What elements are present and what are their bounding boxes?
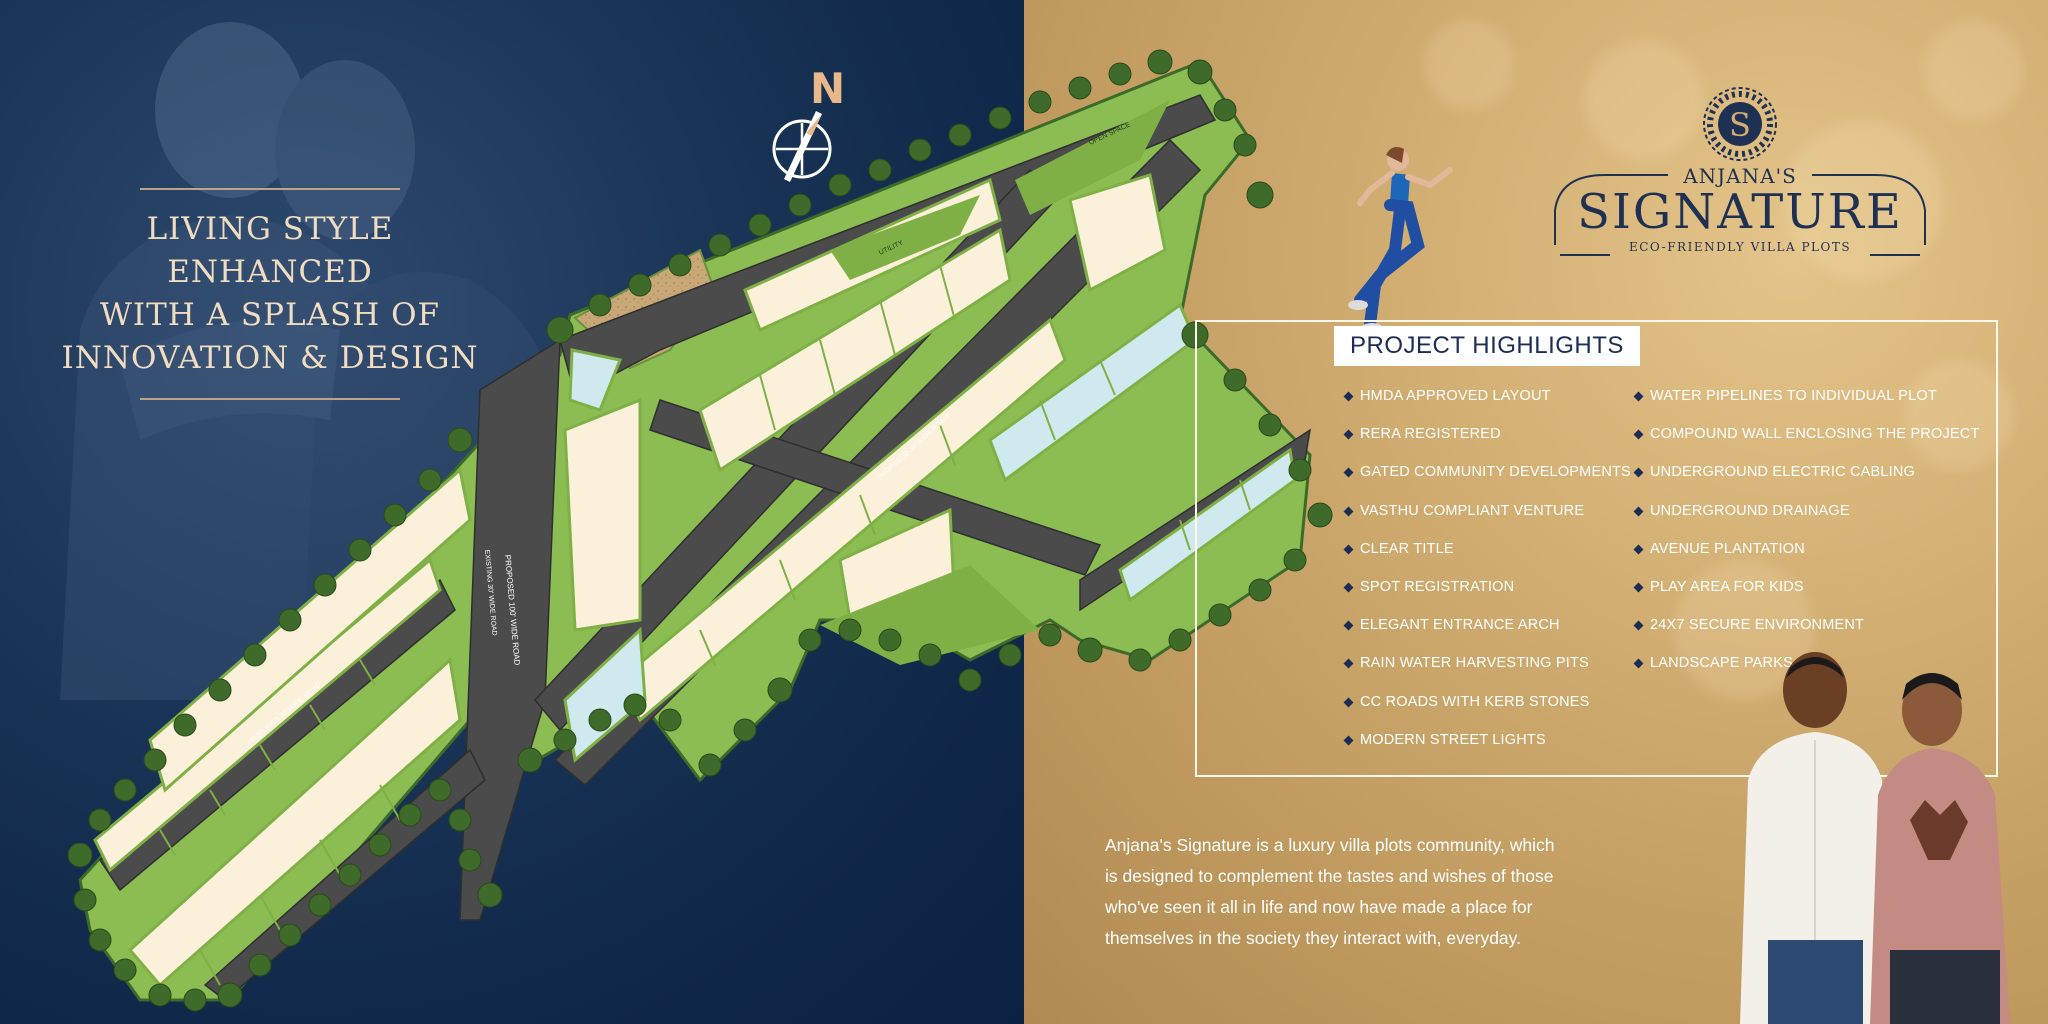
highlight-item: UNDERGROUND DRAINAGE bbox=[1632, 503, 1980, 541]
diamond-bullet-icon bbox=[1633, 391, 1644, 402]
runner-image bbox=[1348, 147, 1453, 333]
highlight-item: PLAY AREA FOR KIDS bbox=[1632, 579, 1980, 617]
diamond-bullet-icon bbox=[1633, 506, 1644, 517]
open-space-utility bbox=[830, 195, 980, 280]
highlights-list-left: HMDA APPROVED LAYOUT RERA REGISTERED GAT… bbox=[1342, 388, 1631, 770]
proposed-100ft-road bbox=[459, 338, 561, 921]
diamond-bullet-icon bbox=[1633, 582, 1644, 593]
highlight-item: SPOT REGISTRATION bbox=[1342, 579, 1631, 617]
plot-block-blue-top bbox=[568, 348, 623, 412]
description-line: themselves in the society they interact … bbox=[1105, 928, 1521, 948]
bokeh-light bbox=[1924, 20, 2024, 120]
diamond-bullet-icon bbox=[1633, 467, 1644, 478]
highlight-item: MODERN STREET LIGHTS bbox=[1342, 732, 1631, 770]
open-space-top bbox=[1015, 100, 1170, 215]
brand-prefix: ANJANA'S bbox=[1683, 164, 1797, 188]
highlights-frame bbox=[1195, 320, 1998, 777]
highlight-item: COMPOUND WALL ENCLOSING THE PROJECT bbox=[1632, 426, 1980, 464]
brand-name: SIGNATURE bbox=[1577, 184, 1903, 240]
plot-blocks bbox=[93, 173, 1167, 988]
diamond-bullet-icon bbox=[1343, 544, 1354, 555]
tagline-line-1: LIVING STYLE ENHANCED bbox=[146, 211, 394, 290]
diamond-bullet-icon bbox=[1343, 735, 1354, 746]
description-line: Anjana's Signature is a luxury villa plo… bbox=[1105, 835, 1555, 855]
highlight-item: UNDERGROUND ELECTRIC CABLING bbox=[1632, 464, 1980, 502]
brand-ambassadors-photo bbox=[1740, 652, 2010, 1024]
north-compass: N bbox=[762, 64, 852, 194]
diamond-bullet-icon bbox=[1633, 620, 1644, 631]
diamond-bullet-icon bbox=[1343, 582, 1354, 593]
bokeh-light bbox=[1904, 360, 2014, 470]
compass-icon bbox=[772, 111, 832, 182]
diamond-bullet-icon bbox=[1343, 429, 1354, 440]
plot-block-center bbox=[698, 227, 1012, 473]
brand-logo-block: S ANJANA'S SIGNATURE ECO-FRIENDLY VILLA … bbox=[1550, 82, 1930, 272]
tagline-block: LIVING STYLE ENHANCED WITH A SPLASH OF I… bbox=[40, 188, 500, 400]
plot-block-left-lower bbox=[127, 657, 462, 988]
plot-block-upper-right bbox=[1068, 173, 1167, 293]
highlight-item: ELEGANT ENTRANCE ARCH bbox=[1342, 617, 1631, 655]
open-spaces bbox=[820, 100, 1170, 665]
compass-north-label: N bbox=[810, 64, 846, 113]
perimeter-trees bbox=[67, 49, 1333, 1012]
diamond-bullet-icon bbox=[1343, 658, 1354, 669]
highlight-item: AVENUE PLANTATION bbox=[1632, 541, 1980, 579]
open-space-bottom bbox=[820, 565, 1040, 665]
brand-tagline: ECO-FRIENDLY VILLA PLOTS bbox=[1628, 240, 1852, 254]
tagline-line-3: INNOVATION & DESIGN bbox=[61, 340, 479, 376]
highlight-item: VASTHU COMPLIANT VENTURE bbox=[1342, 503, 1631, 541]
description-line: is designed to complement the tastes and… bbox=[1105, 866, 1554, 886]
plot-dividers bbox=[159, 264, 1251, 986]
brand-arc-frame bbox=[1554, 174, 1926, 256]
diamond-bullet-icon bbox=[1343, 467, 1354, 478]
diamond-bullet-icon bbox=[1343, 391, 1354, 402]
highlight-item: RAIN WATER HARVESTING PITS bbox=[1342, 655, 1631, 693]
highlights-title: PROJECT HIGHLIGHTS bbox=[1334, 326, 1640, 366]
highlight-item: LANDSCAPE PARKS bbox=[1632, 655, 1980, 693]
site-layout-map: PROPOSED 100' WIDE ROAD EXISTING 30' WID… bbox=[67, 49, 1333, 1012]
highlight-item: WATER PIPELINES TO INDIVIDUAL PLOT bbox=[1632, 388, 1980, 426]
tagline-line-2: WITH A SPLASH OF bbox=[99, 297, 441, 333]
tagline-text: LIVING STYLE ENHANCED WITH A SPLASH OF I… bbox=[40, 208, 500, 380]
diamond-bullet-icon bbox=[1343, 620, 1354, 631]
highlight-item: CLEAR TITLE bbox=[1342, 541, 1631, 579]
svg-text:S: S bbox=[1729, 106, 1751, 144]
plot-block-center-left bbox=[563, 397, 642, 632]
tagline-bottom-rule bbox=[140, 398, 400, 400]
diamond-bullet-icon bbox=[1633, 658, 1644, 669]
highlight-item: RERA REGISTERED bbox=[1342, 426, 1631, 464]
bokeh-light bbox=[1784, 120, 1944, 280]
project-description: Anjana's Signature is a luxury villa plo… bbox=[1105, 830, 1630, 954]
diamond-bullet-icon bbox=[1633, 429, 1644, 440]
description-line: who've seen it all in life and now have … bbox=[1105, 897, 1533, 917]
diamond-bullet-icon bbox=[1343, 506, 1354, 517]
bokeh-light bbox=[1424, 20, 1514, 110]
highlight-item: 24X7 SECURE ENVIRONMENT bbox=[1632, 617, 1980, 655]
highlights-list-right: WATER PIPELINES TO INDIVIDUAL PLOT COMPO… bbox=[1632, 388, 1980, 694]
highlight-item: CC ROADS WITH KERB STONES bbox=[1342, 694, 1631, 732]
tagline-top-rule bbox=[140, 188, 400, 190]
diamond-bullet-icon bbox=[1343, 697, 1354, 707]
highlight-item: HMDA APPROVED LAYOUT bbox=[1342, 388, 1631, 426]
bokeh-light bbox=[1584, 40, 1704, 160]
wreath-logo-icon: S bbox=[1703, 87, 1777, 161]
diamond-bullet-icon bbox=[1633, 544, 1644, 555]
highlight-item: GATED COMMUNITY DEVELOPMENTS bbox=[1342, 464, 1631, 502]
